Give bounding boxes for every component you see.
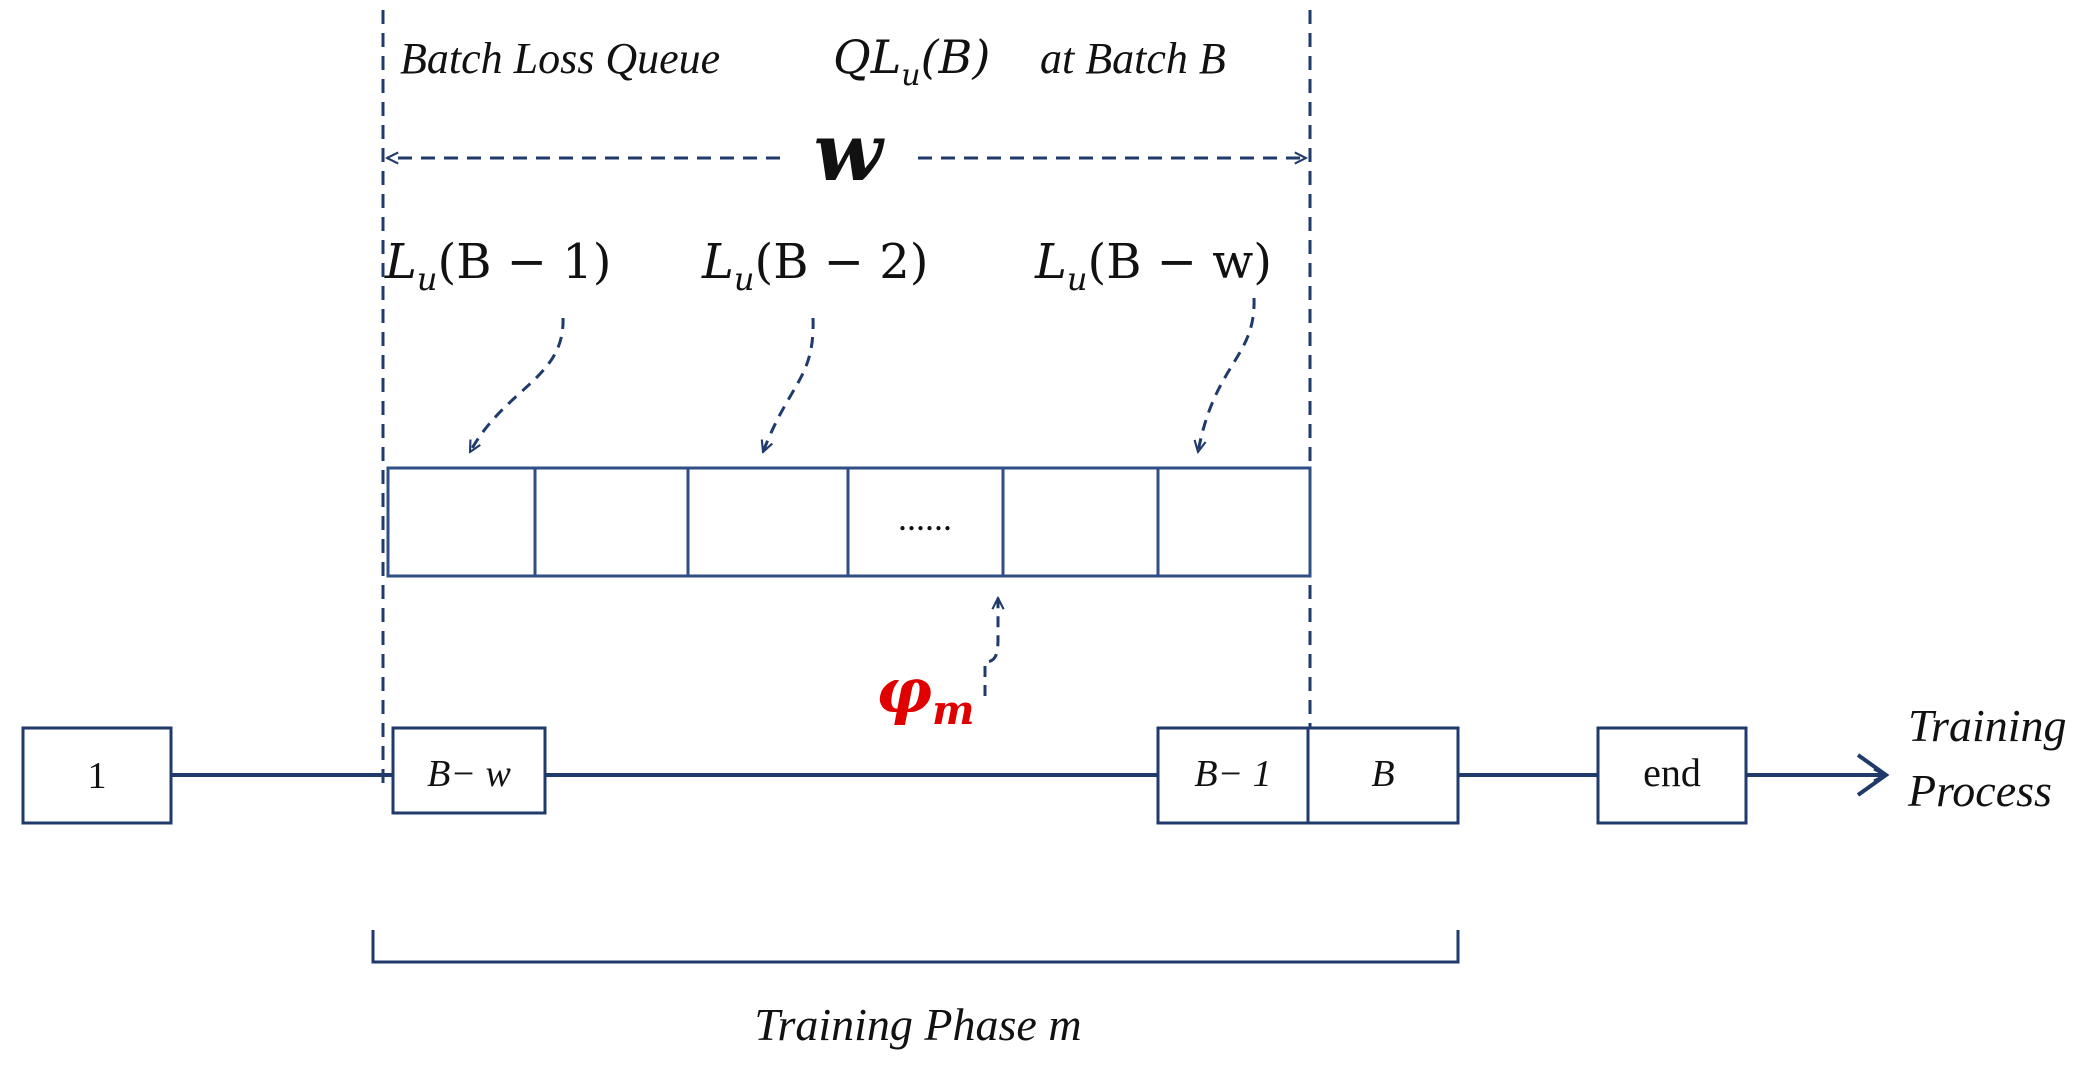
svg-text:B− w: B− w <box>427 753 511 795</box>
svg-text:1: 1 <box>88 755 107 797</box>
timeline-arrowhead-icon <box>1856 753 1890 797</box>
svg-text:end: end <box>1643 750 1701 795</box>
loss-label-w: Lu(B − w) <box>1034 234 1272 298</box>
queue-header-suffix: at Batch B <box>1040 34 1226 83</box>
loss-arrow-w <box>1198 297 1256 452</box>
phase-bracket <box>371 930 1460 964</box>
loss-label-2: Lu(B − 2) <box>701 234 928 298</box>
phi-label: φm <box>876 654 974 734</box>
timeline-box-b-minus-1: B− 1 <box>1156 726 1310 825</box>
loss-arrow-1 <box>468 317 565 452</box>
timeline-box-b-minus-w: B− w <box>391 726 547 815</box>
loss-label-1: Lu(B − 1) <box>384 234 611 298</box>
loss-arrow-2 <box>763 317 815 452</box>
queue-header-text: Batch Loss Queue <box>400 34 720 83</box>
timeline-box-end: end <box>1596 726 1748 825</box>
svg-text:B− 1: B− 1 <box>1194 753 1271 795</box>
training-process-label: Training Process <box>1907 700 2078 816</box>
phi-pointer-arrow <box>983 598 998 696</box>
svg-text:B: B <box>1371 753 1394 795</box>
queue-symbol: QLu(B) <box>833 30 990 93</box>
window-label: w <box>814 105 886 199</box>
timeline-box-first: 1 <box>21 726 173 825</box>
queue-cell-ellipsis: ...... <box>898 498 952 538</box>
loss-queue: ...... <box>386 466 1312 578</box>
phase-label: Training Phase m <box>754 999 1081 1050</box>
timeline-box-b: B <box>1306 726 1460 825</box>
